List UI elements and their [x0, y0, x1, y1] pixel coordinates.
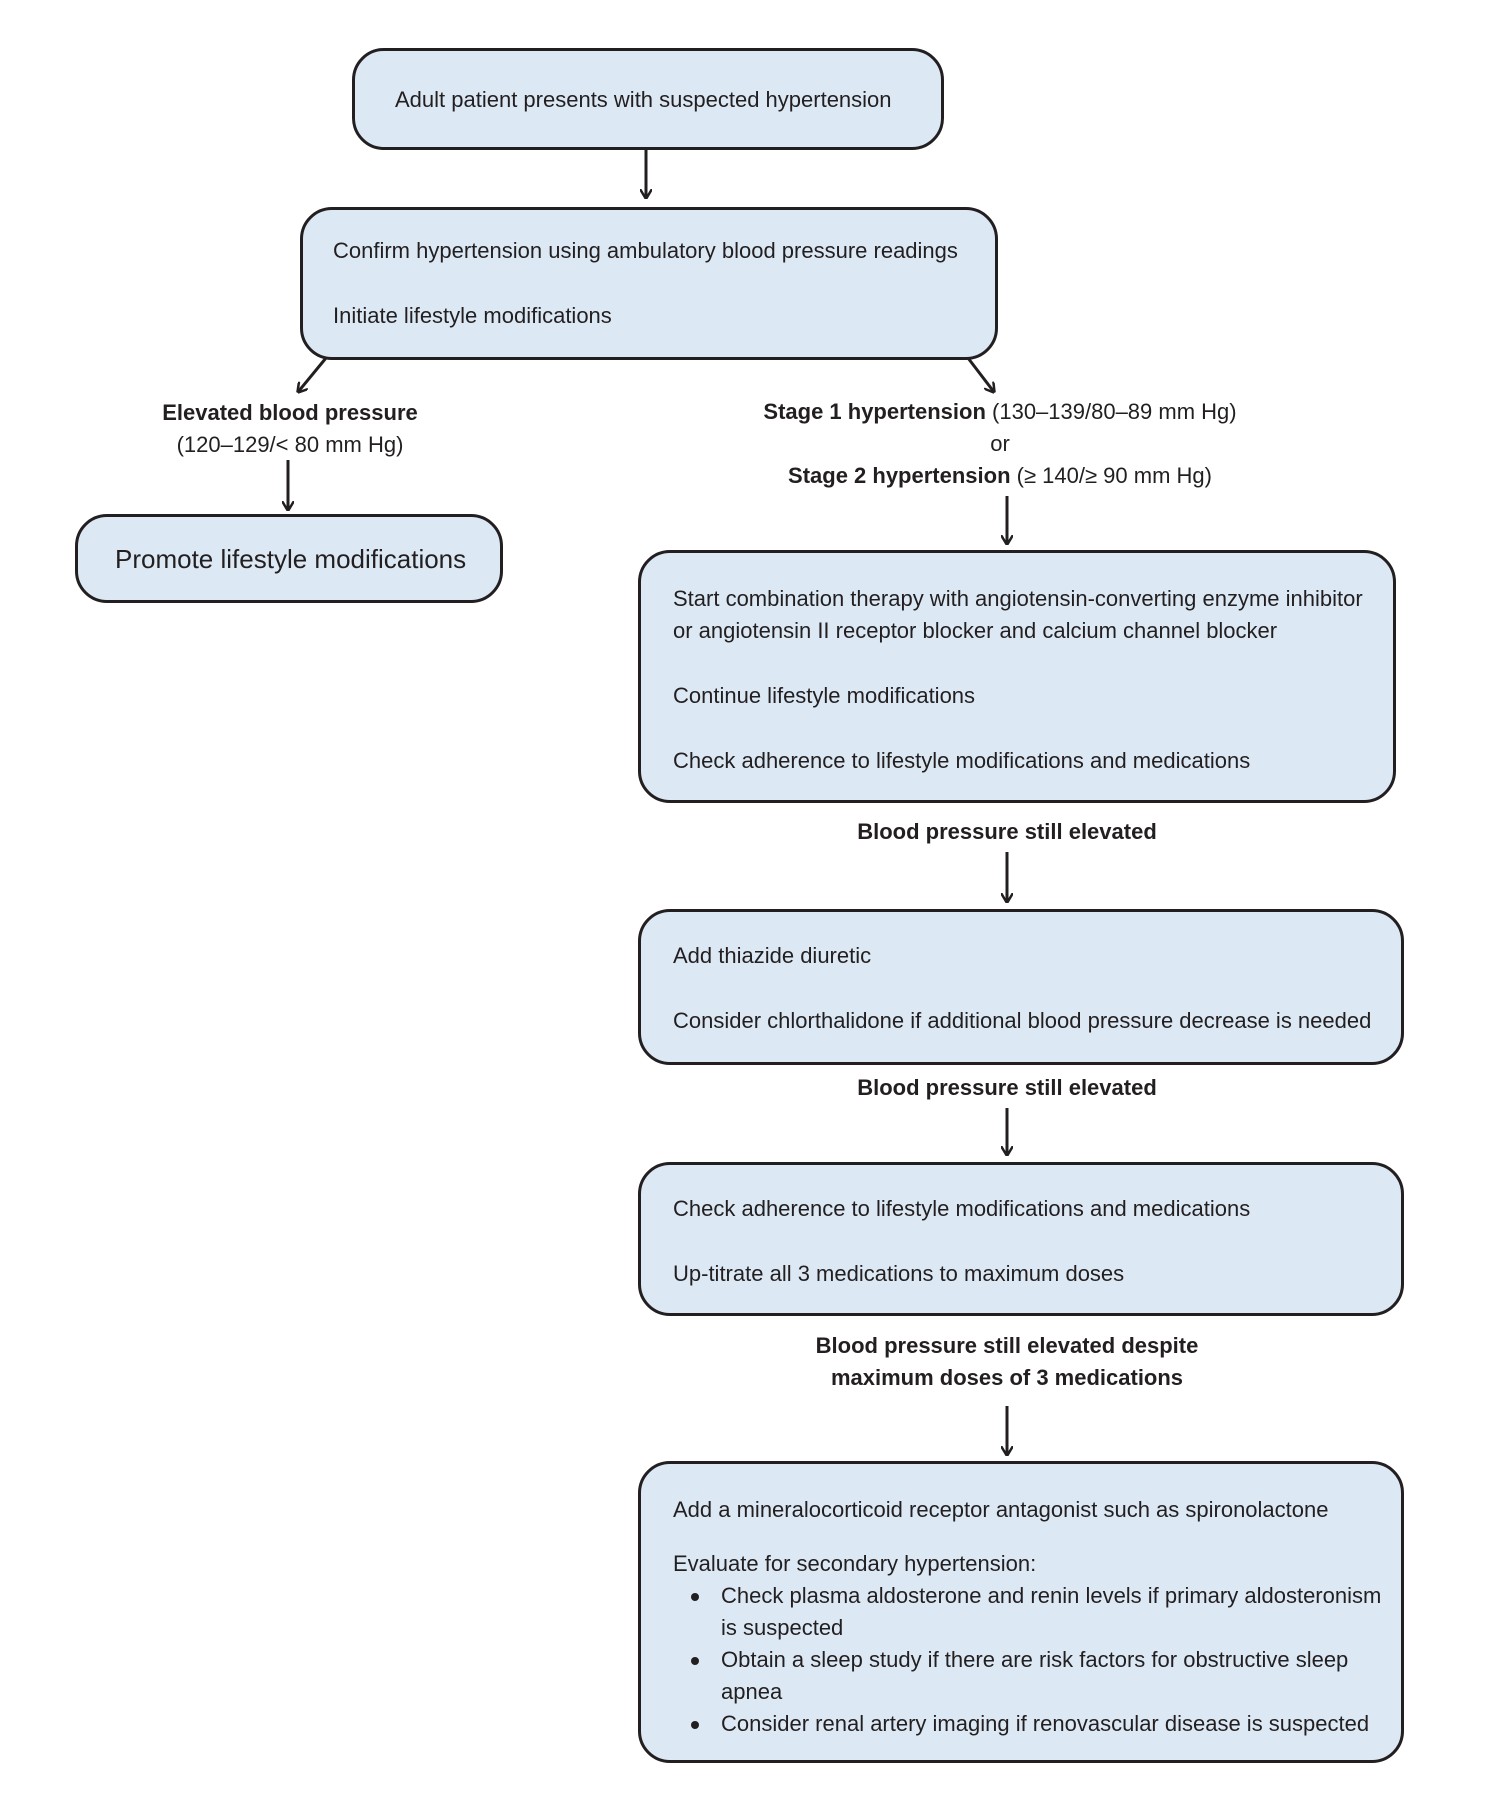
final-box: Add a mineralocorticoid receptor antagon… — [638, 1461, 1404, 1763]
thiazide-box: Add thiazide diuretic Consider chlorthal… — [638, 909, 1404, 1065]
uptitrate-line-1: Check adherence to lifestyle modificatio… — [673, 1196, 1251, 1221]
elevated-title: Elevated blood pressure — [162, 400, 418, 425]
thiazide-line-2: Consider chlorthalidone if additional bl… — [673, 1008, 1372, 1033]
still-elevated-3-line-2: maximum doses of 3 medications — [830, 1365, 1184, 1390]
stage1-range: (130–139/80–89 mm Hg) — [985, 399, 1237, 424]
promote-box: Promote lifestyle modifications — [75, 514, 503, 603]
final-line-1: Add a mineralocorticoid receptor antagon… — [673, 1497, 1329, 1522]
list-item: Consider renal artery imaging if renovas… — [673, 1708, 1383, 1740]
list-item: Obtain a sleep study if there are risk f… — [673, 1644, 1383, 1708]
arrow-confirm-to-elevated — [298, 357, 328, 392]
combination-line-3: Check adherence to lifestyle modificatio… — [673, 748, 1251, 773]
stage2-line: Stage 2 hypertension (≥ 140/≥ 90 mm Hg) — [700, 460, 1300, 492]
still-elevated-2-text: Blood pressure still elevated — [857, 1075, 1157, 1100]
uptitrate-box: Check adherence to lifestyle modificatio… — [638, 1162, 1404, 1316]
thiazide-line-1: Add thiazide diuretic — [673, 943, 872, 968]
or-text: or — [990, 431, 1010, 456]
promote-text: Promote lifestyle modifications — [115, 544, 467, 574]
arrow-confirm-to-stages — [966, 357, 994, 392]
start-text: Adult patient presents with suspected hy… — [395, 87, 892, 112]
still-elevated-label-3: Blood pressure still elevated despite ma… — [707, 1330, 1307, 1394]
confirm-box: Confirm hypertension using ambulatory bl… — [300, 207, 998, 360]
uptitrate-line-2: Up-titrate all 3 medications to maximum … — [673, 1261, 1125, 1286]
secondary-hypertension-list: Check plasma aldosterone and renin level… — [673, 1580, 1383, 1740]
stage2-range: (≥ 140/≥ 90 mm Hg) — [1010, 463, 1212, 488]
combination-line-1: Start combination therapy with angiotens… — [673, 586, 1363, 643]
confirm-line-1: Confirm hypertension using ambulatory bl… — [333, 238, 958, 263]
list-item: Check plasma aldosterone and renin level… — [673, 1580, 1383, 1644]
still-elevated-1-text: Blood pressure still elevated — [857, 819, 1157, 844]
stage1-line: Stage 1 hypertension (130–139/80–89 mm H… — [700, 396, 1300, 428]
still-elevated-label-1: Blood pressure still elevated — [757, 816, 1257, 848]
confirm-line-2: Initiate lifestyle modifications — [333, 303, 612, 328]
start-box: Adult patient presents with suspected hy… — [352, 48, 944, 150]
still-elevated-label-2: Blood pressure still elevated — [757, 1072, 1257, 1104]
stage1-title: Stage 1 hypertension — [763, 399, 986, 424]
elevated-label: Elevated blood pressure (120–129/< 80 mm… — [120, 397, 460, 461]
combination-line-2: Continue lifestyle modifications — [673, 683, 976, 708]
stages-label: Stage 1 hypertension (130–139/80–89 mm H… — [700, 396, 1300, 492]
still-elevated-3-line-1: Blood pressure still elevated despite — [815, 1333, 1199, 1358]
combination-therapy-box: Start combination therapy with angiotens… — [638, 550, 1396, 803]
final-line-2: Evaluate for secondary hypertension: — [673, 1551, 1037, 1576]
elevated-range: (120–129/< 80 mm Hg) — [176, 432, 404, 457]
stage2-title: Stage 2 hypertension — [788, 463, 1011, 488]
